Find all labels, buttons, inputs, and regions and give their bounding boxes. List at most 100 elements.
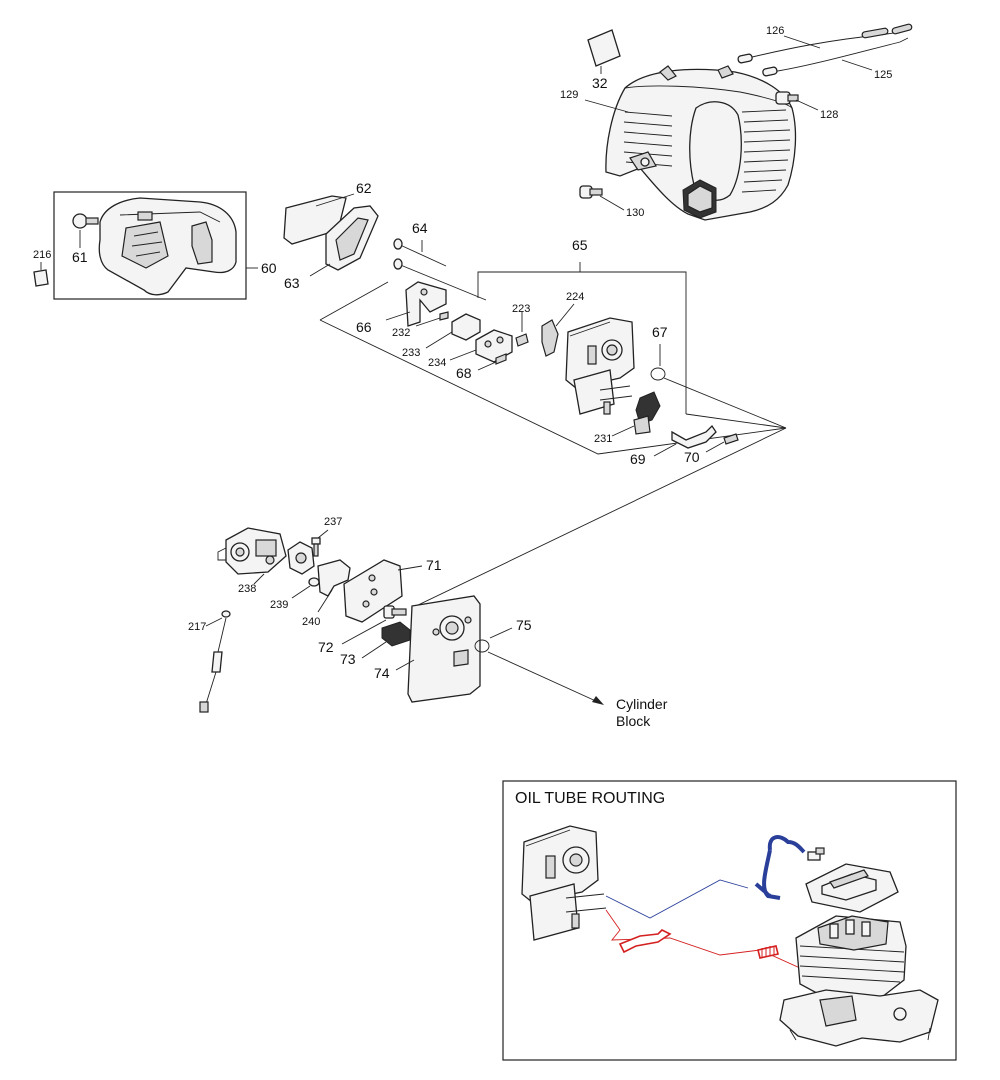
- part-label-60: 60: [261, 260, 277, 276]
- part-60-housing-drawing: [98, 197, 237, 296]
- inset-cylinder-block-drawing: [779, 863, 939, 1047]
- part-74-plate-drawing: [407, 595, 481, 703]
- part-71-gasket-drawing: [343, 559, 403, 623]
- leader-63: [309, 263, 331, 277]
- part-label-125: 125: [874, 69, 892, 81]
- leader-237: [317, 529, 329, 539]
- part-72-screw-drawing: [383, 605, 407, 619]
- part-label-70: 70: [684, 449, 700, 465]
- leader-62: [315, 193, 355, 207]
- leader-128: [795, 99, 819, 111]
- leader-75: [489, 627, 513, 639]
- leader-130: [599, 195, 625, 211]
- leader-231: [611, 425, 635, 437]
- part-label-231: 231: [594, 433, 612, 445]
- leader-126: [783, 35, 821, 49]
- part-237-screw-drawing: [311, 537, 321, 557]
- part-32-plate-drawing: [587, 29, 621, 67]
- part-224-clip-drawing: [541, 319, 559, 357]
- part-label-239: 239: [270, 599, 288, 611]
- part-64-bolts-drawing: [393, 238, 487, 301]
- part-carburetor-drawing: [217, 527, 287, 575]
- part-label-126: 126: [766, 25, 784, 37]
- part-label-237: 237: [324, 516, 342, 528]
- part-70-fitting-drawing: [723, 433, 739, 445]
- part-label-66: 66: [356, 319, 372, 335]
- part-69-tube-drawing: [671, 424, 717, 449]
- part-label-62: 62: [356, 180, 372, 196]
- part-238-gasket-drawing: [287, 541, 315, 575]
- part-label-234: 234: [428, 357, 446, 369]
- inset-blue-tube-route: [605, 835, 806, 919]
- leader-125: [841, 59, 873, 71]
- part-217-cable-drawing: [199, 610, 231, 713]
- leader-74: [395, 659, 415, 671]
- part-216-plate-drawing: [33, 269, 49, 287]
- leader-73: [361, 641, 387, 659]
- part-label-129: 129: [560, 89, 578, 101]
- leader-224: [555, 303, 575, 327]
- ref-line-67: [663, 377, 787, 429]
- part-label-238: 238: [238, 583, 256, 595]
- part-231-pump-drawing: [635, 391, 661, 425]
- inset-title: OIL TUBE ROUTING: [515, 790, 665, 807]
- leader-240: [317, 589, 333, 613]
- part-66-bracket-drawing: [405, 281, 447, 327]
- part-label-232: 232: [392, 327, 410, 339]
- leader-68: [477, 361, 497, 371]
- arrow-label-line1: Cylinder: [616, 696, 668, 712]
- inset-air-cleaner-base-drawing: [521, 825, 607, 941]
- part-label-73: 73: [340, 651, 356, 667]
- part-label-216: 216: [33, 249, 51, 261]
- part-label-233: 233: [402, 347, 420, 359]
- inset-red-tube-route: [605, 909, 821, 969]
- arrow-to-cylinder-head: [592, 696, 604, 705]
- part-67-oring-drawing: [650, 367, 666, 381]
- part-label-130: 130: [626, 207, 644, 219]
- part-223-screw-drawing: [515, 333, 529, 347]
- leader-234: [449, 349, 477, 361]
- part-label-240: 240: [302, 616, 320, 628]
- part-label-75: 75: [516, 617, 532, 633]
- leader-129: [584, 99, 629, 113]
- part-label-32: 32: [592, 75, 608, 91]
- part-label-69: 69: [630, 451, 646, 467]
- part-label-65: 65: [572, 237, 588, 253]
- part-label-72: 72: [318, 639, 334, 655]
- part-129-cover-drawing: [605, 65, 797, 221]
- leader-238: [253, 573, 265, 585]
- part-label-74: 74: [374, 665, 390, 681]
- part-label-68: 68: [456, 365, 472, 381]
- part-128-screw-drawing: [775, 91, 799, 105]
- part-239-washer-drawing: [308, 577, 320, 587]
- part-233-foam-drawing: [451, 313, 481, 341]
- leader-71: [397, 565, 423, 571]
- part-130-screw-drawing: [579, 185, 603, 199]
- leader-69: [653, 443, 677, 457]
- leader-217: [205, 617, 223, 627]
- part-label-64: 64: [412, 220, 428, 236]
- assembly-box-65-top: [477, 271, 687, 414]
- part-61-knob-drawing: [72, 213, 99, 229]
- part-234-block-drawing: [475, 329, 513, 363]
- part-label-63: 63: [284, 275, 300, 291]
- leader-72: [341, 619, 387, 645]
- part-label-128: 128: [820, 109, 838, 121]
- part-126-125-wires-drawing: [737, 23, 913, 77]
- leader-232: [415, 317, 441, 327]
- arrow-to-cylinder-line: [487, 651, 599, 703]
- leader-66: [385, 311, 411, 321]
- part-232-screw-drawing: [439, 311, 449, 321]
- part-65-air-cleaner-base-drawing: [565, 317, 635, 415]
- part-label-67: 67: [652, 324, 668, 340]
- inset-fitting-drawing: [807, 847, 825, 861]
- oil-tube-routing-inset: [502, 780, 957, 1061]
- assembly-box-60: [53, 191, 247, 300]
- part-label-61: 61: [72, 249, 88, 265]
- ref-line-to-74: [411, 427, 787, 621]
- part-240-bracket-drawing: [317, 559, 351, 597]
- assembly-box-65-left: [319, 281, 389, 321]
- part-label-223: 223: [512, 303, 530, 315]
- leader-233: [425, 331, 453, 349]
